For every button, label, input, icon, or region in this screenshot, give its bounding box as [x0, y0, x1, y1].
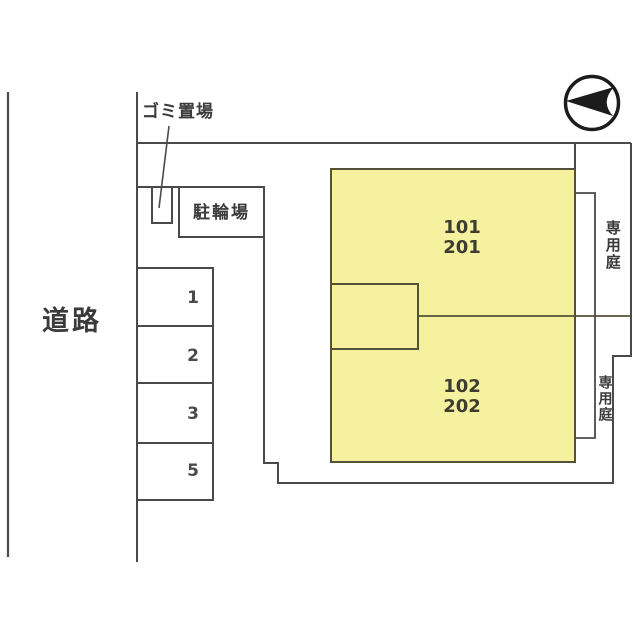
parking-space-rect-2 — [136, 325, 214, 384]
unit-102-202-label: 102 202 — [443, 376, 481, 417]
north-arrow-icon — [563, 74, 621, 132]
parking-space-label-3: 3 — [187, 404, 199, 424]
garbage-area-label: ゴミ置場 — [142, 102, 214, 122]
bicycle-parking-label: 駐輪場 — [193, 203, 250, 223]
parking-space-rect-1 — [136, 267, 214, 327]
site-east-south-boundary-line — [263, 143, 632, 484]
road-label: 道路 — [42, 306, 102, 337]
north-arrow-circle — [563, 74, 621, 132]
private-garden-label-north: 専用庭 — [603, 220, 622, 271]
private-garden-label-south: 専用庭 — [596, 375, 613, 423]
bicycle-parking-rect — [178, 186, 265, 238]
garden-fence-line — [575, 192, 596, 439]
unit-101-201-label: 101 201 — [443, 217, 481, 258]
north-arrow-pointer — [566, 87, 614, 116]
parking-space-rect-5 — [136, 442, 214, 501]
garbage-box-outline — [151, 187, 173, 224]
parking-space-label-1: 1 — [187, 288, 199, 308]
parking-space-label-5: 5 — [187, 461, 199, 481]
parking-space-label-2: 2 — [187, 346, 199, 366]
garbage-leader-line — [158, 125, 170, 209]
